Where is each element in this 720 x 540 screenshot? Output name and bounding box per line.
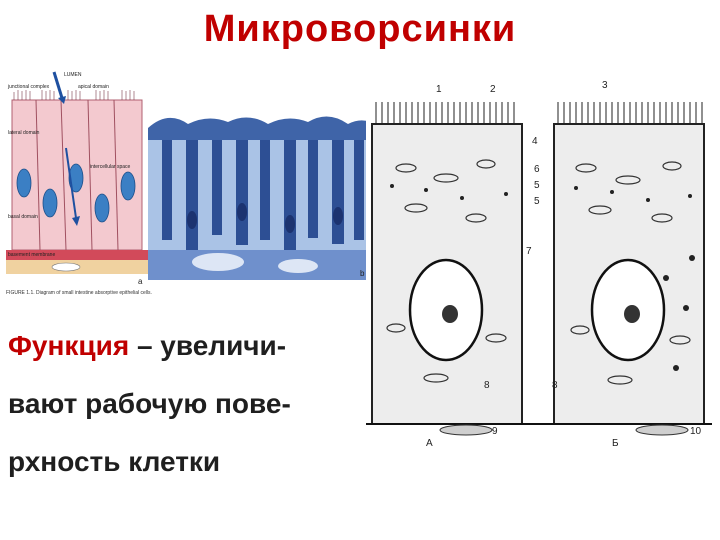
function-line-1-rest: – увеличи- (129, 330, 286, 361)
label-basement: basement membrane (8, 252, 55, 258)
num-7: 7 (526, 246, 532, 257)
num-9: 9 (492, 426, 498, 437)
num-8b: 8 (552, 380, 558, 391)
num-6: 6 (534, 164, 540, 175)
function-line-2: вают рабочую пове- (8, 388, 368, 420)
function-line-3: рхность клетки (8, 446, 368, 478)
cell-ultrastructure-drawing: 1 2 3 4 5 5 6 7 8 8 9 10 А Б (366, 78, 712, 450)
panel-label-a: А (426, 438, 433, 449)
label-junctional: junctional complex (7, 84, 50, 90)
label-lateral: lateral domain (8, 130, 40, 136)
num-5a: 5 (534, 180, 540, 191)
num-2: 2 (490, 84, 496, 95)
label-basal: basal domain (8, 214, 38, 220)
histology-micrograph: b (148, 100, 370, 280)
function-line-1: Функция – увеличи- (8, 330, 368, 362)
num-10: 10 (690, 426, 702, 437)
num-5b: 5 (534, 196, 540, 207)
label-a: a (138, 277, 143, 286)
panel-label-b: Б (612, 438, 619, 449)
figure-caption: FIGURE 1.1. Diagram of small intestine a… (6, 290, 366, 296)
epithelium-diagram: LUMEN junctional complex apical domain l… (6, 68, 148, 290)
function-word: Функция (8, 330, 129, 361)
slide-title: Микроворсинки (0, 8, 720, 51)
num-3: 3 (602, 80, 608, 91)
label-b: b (360, 269, 365, 278)
label-intercellular: intercellular space (90, 164, 131, 170)
num-8a: 8 (484, 380, 490, 391)
label-apical: apical domain (78, 84, 109, 90)
num-4: 4 (532, 136, 538, 147)
num-1: 1 (436, 84, 442, 95)
label-lumen: LUMEN (64, 72, 82, 78)
